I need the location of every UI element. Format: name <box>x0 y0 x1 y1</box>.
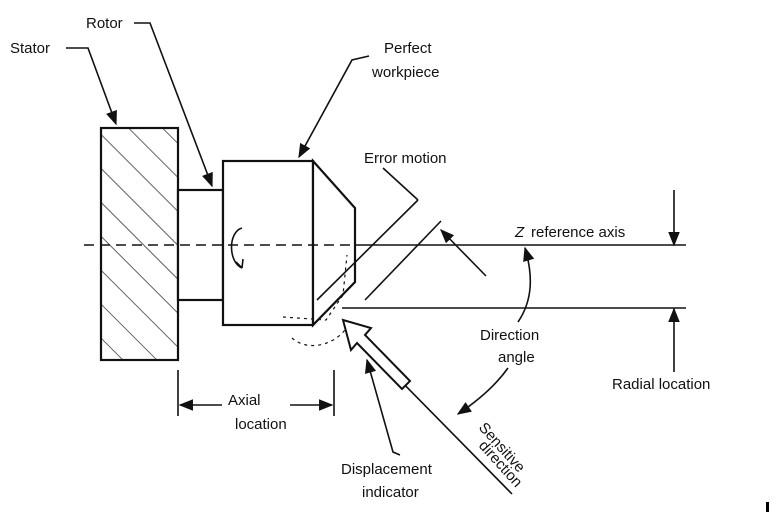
label-location: location <box>235 416 287 433</box>
error-motion-line-2 <box>364 220 442 301</box>
label-radial-location: Radial location <box>612 376 710 393</box>
edge-marker <box>766 502 769 512</box>
rotor-leader <box>134 22 213 188</box>
error-motion-leader <box>382 167 419 201</box>
direction-angle-arc-lower <box>456 367 509 415</box>
rotation-arrow-icon <box>230 227 244 269</box>
label-stator: Stator <box>10 40 50 57</box>
sensitive-direction-hollow-arrow <box>341 318 412 391</box>
label-z: Z <box>514 224 525 241</box>
label-workpiece: workpiece <box>371 64 440 81</box>
displacement-leader <box>364 358 401 456</box>
label-angle: angle <box>498 349 535 366</box>
label-reference-axis: reference axis <box>531 224 625 241</box>
error-motion-line-1 <box>316 199 419 301</box>
workpiece-chamfer <box>311 158 357 328</box>
sensitive-direction-line <box>391 371 513 495</box>
label-rotor: Rotor <box>86 15 123 32</box>
indicator-tip-arc <box>291 329 346 347</box>
stator-leader <box>66 47 117 126</box>
label-displacement: Displacement <box>341 461 433 478</box>
label-direction: Direction <box>480 327 539 344</box>
direction-angle-arc <box>517 246 535 323</box>
stator-block <box>99 126 180 362</box>
label-indicator: indicator <box>362 484 419 501</box>
workpiece-body <box>221 159 315 327</box>
error-motion-arrow <box>439 228 487 277</box>
label-error-motion: Error motion <box>364 150 447 167</box>
perfect-workpiece-outline <box>282 254 348 321</box>
label-perfect: Perfect <box>384 40 432 57</box>
workpiece-leader <box>298 55 370 159</box>
label-axial: Axial <box>228 392 261 409</box>
